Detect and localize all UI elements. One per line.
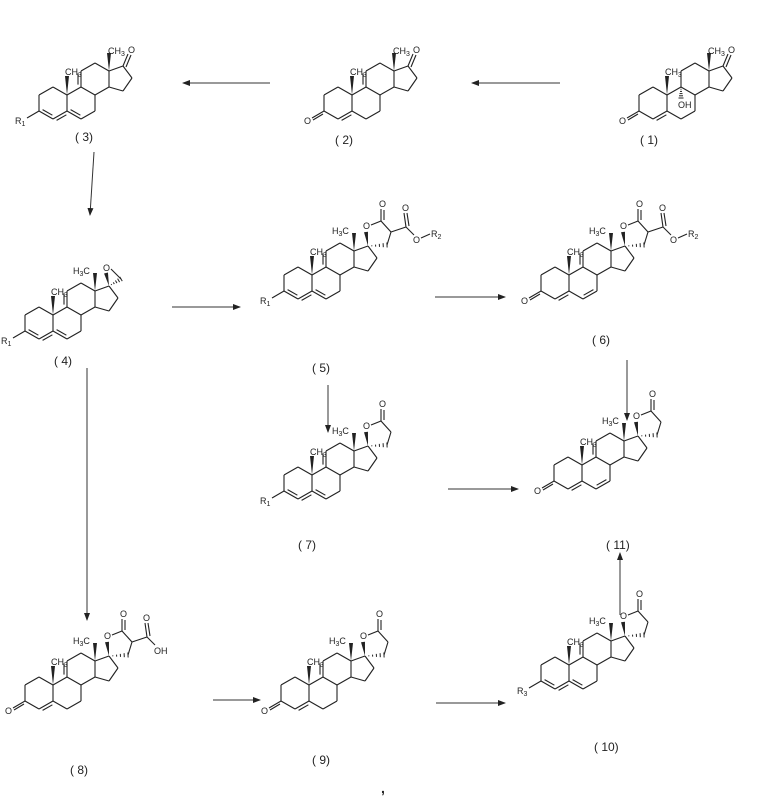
compound-7: CH3 H3C R1 O O (260, 399, 392, 508)
svg-text:O: O (521, 296, 528, 306)
compound-label-5: ( 5) (312, 361, 330, 375)
svg-text:H3C: H3C (329, 636, 346, 648)
svg-text:H3C: H3C (332, 426, 349, 438)
svg-text:O: O (670, 235, 677, 245)
svg-text:OH: OH (678, 100, 692, 110)
svg-text:CH3: CH3 (51, 657, 68, 669)
svg-text:O: O (261, 706, 268, 716)
svg-text:O: O (402, 203, 409, 213)
svg-text:CH3: CH3 (51, 287, 68, 299)
svg-text:O: O (104, 631, 111, 641)
arrow-3-to-4 (87, 151, 95, 216)
svg-text:O: O (649, 389, 656, 399)
svg-text:O: O (5, 706, 12, 716)
svg-text:O: O (363, 221, 370, 231)
compound-label-1: ( 1) (640, 133, 658, 147)
svg-text:O: O (636, 589, 643, 599)
svg-text:H3C: H3C (589, 616, 606, 628)
compound-8: CH3 H3C O O O O OH (5, 609, 168, 716)
svg-text:O: O (413, 235, 420, 245)
svg-text:O: O (534, 486, 541, 496)
svg-text:R3: R3 (517, 686, 528, 698)
svg-text:O: O (620, 221, 627, 231)
svg-text:CH3: CH3 (580, 437, 597, 449)
svg-text:O: O (376, 609, 383, 619)
compound-label-3: ( 3) (75, 130, 93, 144)
compound-10: CH3 H3C R3 O O (517, 589, 649, 698)
svg-text:O: O (379, 199, 386, 209)
svg-text:CH3: CH3 (307, 657, 324, 669)
svg-text:O: O (363, 421, 370, 431)
svg-text:R1: R1 (260, 496, 271, 508)
compound-6: CH3 H3C O O O O O R2 (521, 199, 699, 306)
svg-text:R1: R1 (1, 336, 12, 348)
svg-text:O: O (379, 399, 386, 409)
svg-text:H3C: H3C (73, 636, 90, 648)
svg-text:H3C: H3C (332, 226, 349, 238)
compound-label-10: ( 10) (594, 740, 619, 754)
svg-text:CH3: CH3 (708, 46, 725, 58)
svg-text:O: O (128, 45, 135, 55)
svg-text:OH: OH (154, 646, 168, 656)
compound-4: CH3 H3C R1 O (1, 263, 123, 348)
compound-9: CH3 H3C O O O (261, 609, 389, 716)
svg-text:O: O (120, 609, 127, 619)
svg-text:O: O (103, 263, 110, 273)
svg-text:CH3: CH3 (65, 67, 82, 79)
compound-label-4: ( 4) (54, 354, 72, 368)
compound-label-11: ( 11) (606, 538, 630, 552)
svg-text:CH3: CH3 (310, 247, 327, 259)
svg-text:O: O (360, 631, 367, 641)
svg-text:CH3: CH3 (567, 247, 584, 259)
compound-label-2: ( 2) (335, 133, 353, 147)
svg-text:O: O (619, 116, 626, 126)
compound-label-7: ( 7) (298, 538, 316, 552)
svg-text:R1: R1 (260, 296, 271, 308)
svg-text:O: O (413, 45, 420, 55)
svg-text:R2: R2 (431, 229, 442, 241)
svg-text:CH3: CH3 (350, 67, 367, 79)
reaction-arrows (84, 80, 630, 706)
svg-text:CH3: CH3 (393, 46, 410, 58)
svg-text:R1: R1 (15, 116, 26, 128)
compound-5: CH3 H3C R1 O O O O R2 (260, 199, 442, 308)
compound-label-6: ( 6) (592, 333, 610, 347)
svg-text:O: O (636, 199, 643, 209)
svg-text:O: O (728, 45, 735, 55)
svg-text:CH3: CH3 (665, 67, 682, 79)
molecules: CH3CH3OOHOCH3CH3OOCH3CH3R1OCH3H3CR1OCH3H… (1, 45, 735, 716)
svg-text:H3C: H3C (589, 226, 606, 238)
svg-text:R2: R2 (688, 229, 699, 241)
compound-label-8: ( 8) (70, 763, 88, 777)
svg-text:O: O (143, 613, 150, 623)
svg-text:CH3: CH3 (108, 46, 125, 58)
svg-text:CH3: CH3 (310, 447, 327, 459)
trailing-comma: , (381, 780, 385, 796)
svg-text:O: O (633, 411, 640, 421)
svg-text:O: O (659, 203, 666, 213)
svg-text:H3C: H3C (602, 416, 619, 428)
svg-text:O: O (620, 611, 627, 621)
compound-11: CH3 H3C O O O (534, 389, 662, 496)
svg-text:CH3: CH3 (567, 637, 584, 649)
compound-label-9: ( 9) (312, 753, 330, 767)
svg-text:H3C: H3C (73, 266, 90, 278)
svg-text:O: O (304, 116, 311, 126)
